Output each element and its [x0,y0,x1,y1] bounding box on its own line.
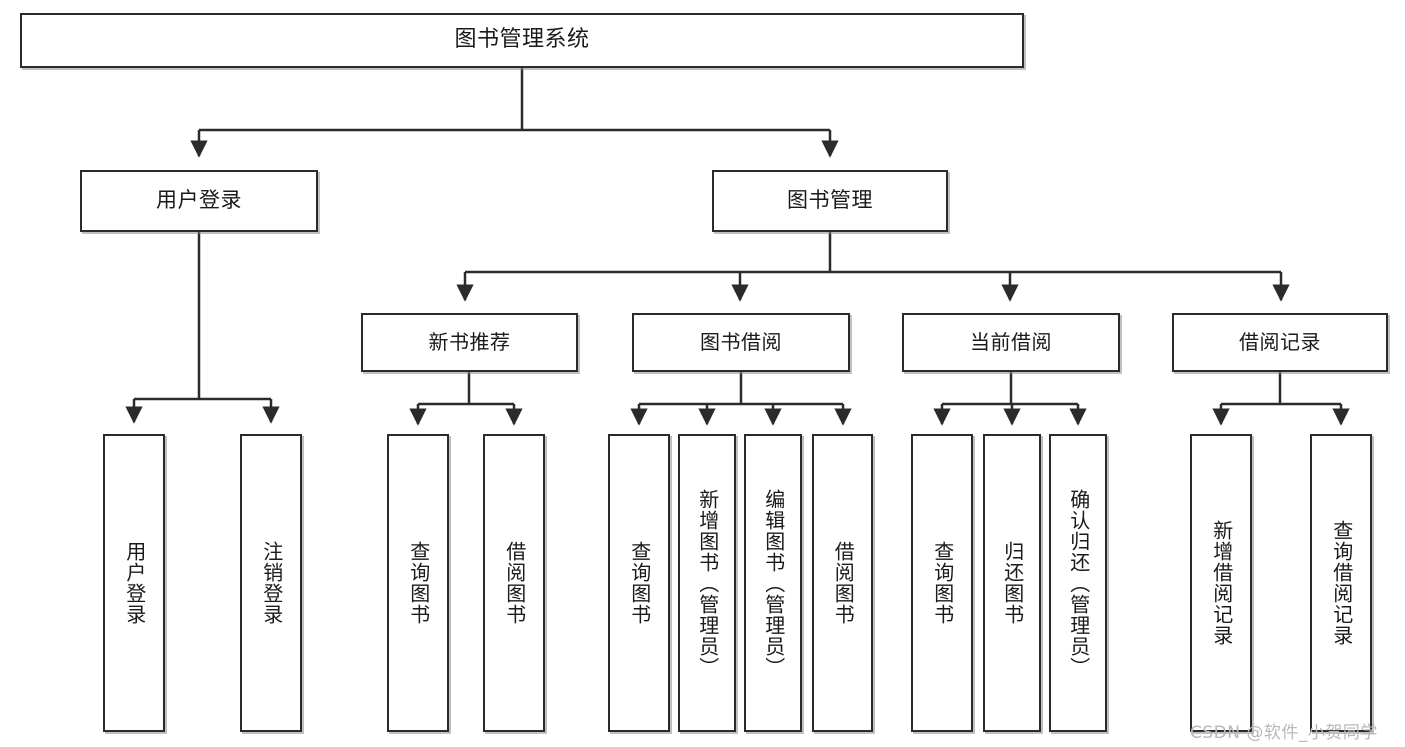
node-leaf-query-book-2-label: 查询图书 [627,541,652,625]
node-leaf-query-book-1-label: 查询图书 [406,541,431,625]
node-leaf-edit-book[interactable]: 编辑图书（管理员） [744,434,802,732]
node-borrow-record[interactable]: 借阅记录 [1172,313,1388,372]
csdn-watermark: CSDN @软件_小贺同学 [1190,723,1378,743]
node-leaf-query-record[interactable]: 查询借阅记录 [1310,434,1372,732]
node-leaf-logout-label: 注销登录 [259,541,284,625]
node-leaf-edit-book-label: 编辑图书（管理员） [761,488,786,678]
node-user-login[interactable]: 用户登录 [80,170,318,232]
node-root[interactable]: 图书管理系统 [20,13,1024,68]
node-leaf-borrow-book-1[interactable]: 借阅图书 [483,434,545,732]
node-leaf-query-book-1[interactable]: 查询图书 [387,434,449,732]
node-leaf-add-book[interactable]: 新增图书（管理员） [678,434,736,732]
node-leaf-add-record-label: 新增借阅记录 [1209,520,1234,646]
node-new-book-rec-label: 新书推荐 [428,330,511,355]
node-leaf-return-book-label: 归还图书 [1000,541,1025,625]
node-new-book-rec[interactable]: 新书推荐 [361,313,578,372]
node-book-manage-label: 图书管理 [787,188,873,213]
node-book-borrow-label: 图书借阅 [700,330,782,355]
node-leaf-query-book-3[interactable]: 查询图书 [911,434,973,732]
node-leaf-add-record[interactable]: 新增借阅记录 [1190,434,1252,732]
node-leaf-borrow-book-2[interactable]: 借阅图书 [812,434,873,732]
node-leaf-user-login-label: 用户登录 [122,541,147,625]
node-leaf-add-book-label: 新增图书（管理员） [695,488,720,678]
node-leaf-confirm-return-label: 确认归还（管理员） [1066,488,1091,678]
node-leaf-query-record-label: 查询借阅记录 [1329,520,1354,646]
node-root-label: 图书管理系统 [454,27,590,53]
node-book-manage[interactable]: 图书管理 [712,170,948,232]
node-leaf-return-book[interactable]: 归还图书 [983,434,1041,732]
node-leaf-borrow-book-2-label: 借阅图书 [831,541,856,625]
node-leaf-user-login[interactable]: 用户登录 [103,434,165,732]
node-current-borrow[interactable]: 当前借阅 [902,313,1120,372]
node-book-borrow[interactable]: 图书借阅 [632,313,850,372]
node-leaf-borrow-book-1-label: 借阅图书 [502,541,527,625]
node-user-login-label: 用户登录 [156,188,242,213]
node-borrow-record-label: 借阅记录 [1239,330,1321,355]
node-current-borrow-label: 当前借阅 [970,330,1052,355]
node-leaf-query-book-3-label: 查询图书 [930,541,955,625]
node-leaf-query-book-2[interactable]: 查询图书 [608,434,670,732]
node-leaf-confirm-return[interactable]: 确认归还（管理员） [1049,434,1107,732]
node-leaf-logout[interactable]: 注销登录 [240,434,302,732]
